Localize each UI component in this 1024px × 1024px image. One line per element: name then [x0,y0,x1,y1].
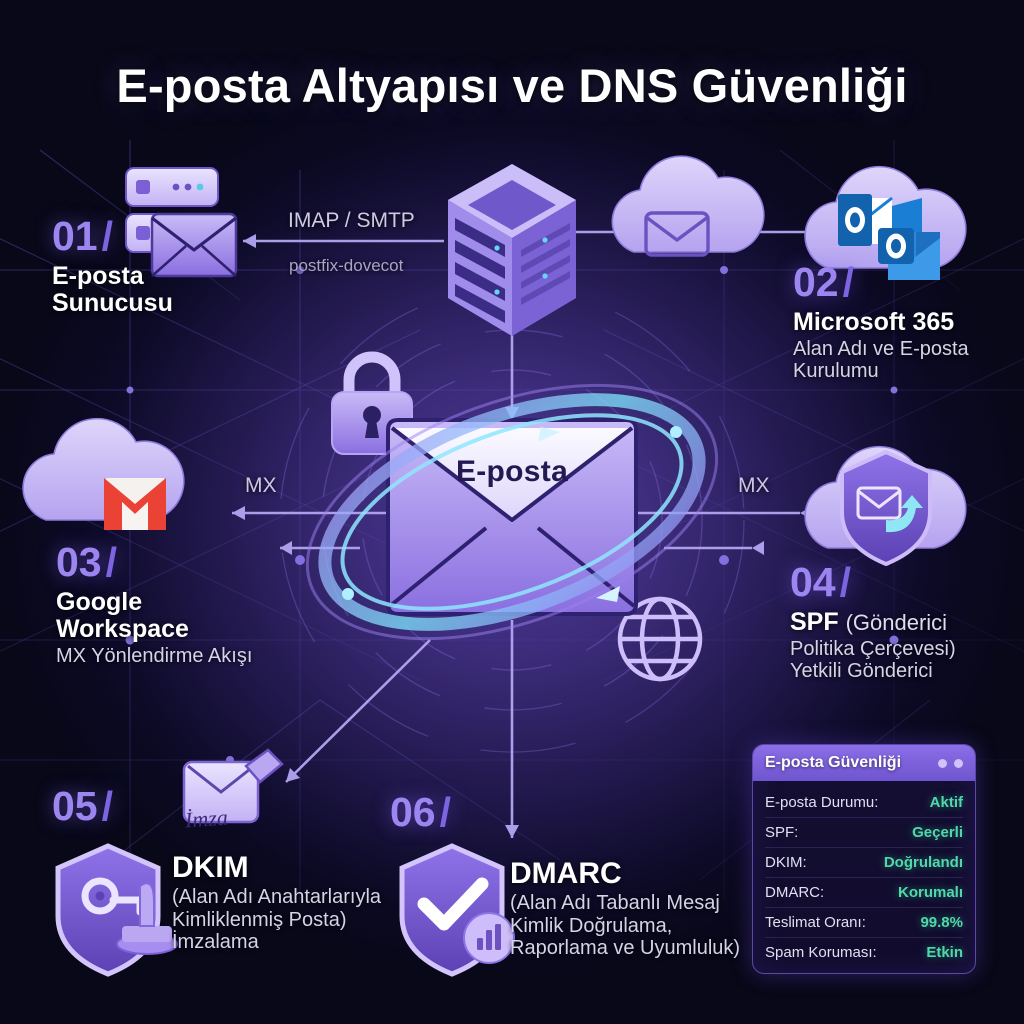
cloud-mail-icon [611,155,765,257]
status-row: Teslimat Oranı: 99.8% [765,908,963,938]
status-row-key: DKIM: [765,854,807,871]
status-row-key: SPF: [765,824,799,841]
status-row-key: Spam Koruması: [765,944,877,961]
status-row-key: E-posta Durumu: [765,794,879,811]
status-row-value: Aktif [929,794,963,811]
flow-label-protocol: IMAP / SMTP [288,209,415,232]
item-04-subtitle: Politika Çerçevesi)Yetkili Gönderici [790,638,956,683]
item-06-title: DMARC [510,857,622,890]
status-row: Spam Koruması: Etkin [765,938,963,967]
signature-label: İmza [184,804,229,833]
item-05-title: DKIM [172,851,249,884]
status-row-value: 99.8% [920,914,963,931]
item-02-number: 02/ [793,259,855,305]
status-row-key: DMARC: [765,884,825,901]
panel-title: E-posta Güvenliği [765,754,902,771]
item-05-number: 05/ [52,783,114,829]
status-row-value: Geçerli [912,824,963,841]
minimize-dot-icon[interactable] [938,758,947,768]
status-row: SPF: Geçerli [765,818,963,848]
status-row: E-posta Durumu: Aktif [765,788,963,818]
globe-icon [617,596,703,682]
item-04-spf: 04/ SPF (Gönderici Politika Çerçevesi)Ye… [790,562,956,683]
window-controls [938,758,963,768]
status-row: DMARC: Korumalı [765,878,963,908]
item-02-title: Microsoft 365 [793,308,955,336]
central-email-envelope [386,418,638,616]
close-dot-icon[interactable] [954,758,963,768]
panel-title-bar: E-posta Güvenliği [753,745,975,781]
status-row-key: Teslimat Oranı: [765,914,866,931]
item-06-number: 06/ [390,789,452,835]
mx-label-right: MX [738,474,770,497]
mx-label-left: MX [245,474,277,497]
flow-label-stack: postfix-dovecot [289,256,404,275]
item-03-number: 03/ [56,539,118,585]
orbit-rings [305,383,719,641]
item-01-number: 01/ [52,213,114,259]
dkim-key-shield-icon [55,843,178,977]
envelope-label: E-posta [455,455,569,488]
status-row-value: Korumalı [897,884,963,901]
item-04-title: SPF (Gönderici [790,608,948,636]
item-04-number: 04/ [790,559,852,605]
page-title: E-posta Altyapısı ve DNS Güvenliği [116,59,908,112]
status-row-value: Doğrulandı [883,854,963,871]
server-rack-icon [448,164,576,336]
item-03-subtitle: MX Yönlendirme Akışı [56,645,253,667]
lock-icon [331,351,413,455]
status-row: DKIM: Doğrulandı [765,848,963,878]
status-row-value: Etkin [926,944,963,961]
